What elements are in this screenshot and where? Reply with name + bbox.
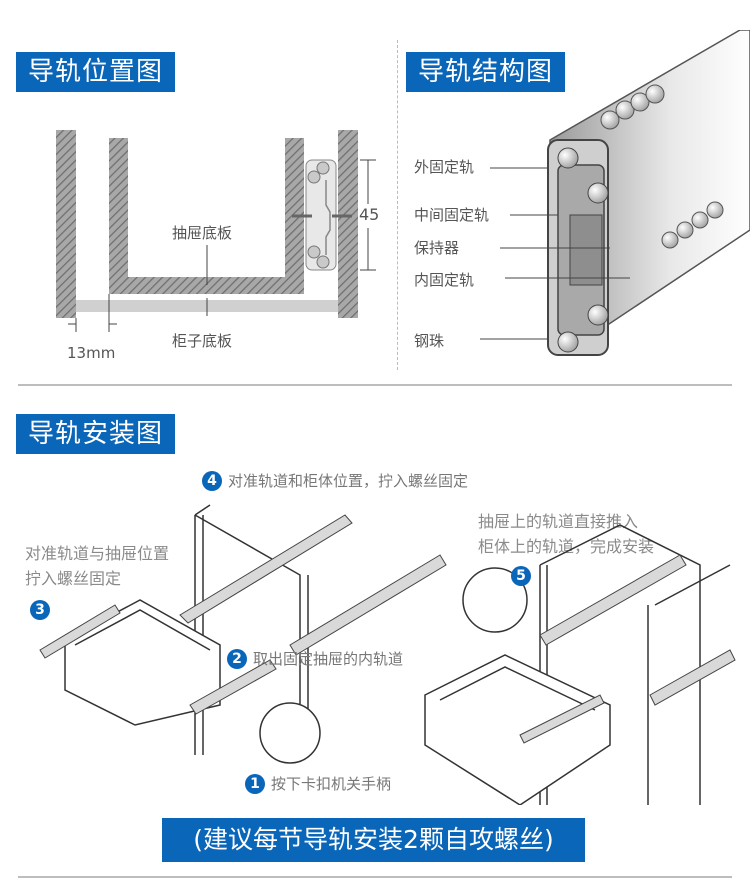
cabinet-left-wall: [56, 130, 76, 318]
cabinet-rail-mid: [289, 554, 447, 656]
retainer-profile: [569, 214, 603, 286]
step-1-text: 按下卡扣机关手柄: [271, 775, 392, 793]
detail-magnifier-1: [259, 702, 321, 764]
step-4-text: 对准轨道和柜体位置，拧入螺丝固定: [228, 472, 469, 490]
cabinet-right-wall: [338, 130, 358, 318]
steel-ball: [587, 182, 609, 204]
structure-label-inner-rail: 内固定轨: [414, 271, 475, 289]
drawer-box-right: [424, 654, 611, 805]
drawer-inner-rail: [189, 659, 277, 715]
rail-position-diagram: [56, 130, 376, 332]
steel-ball: [557, 147, 579, 169]
drawer-bottom-label: 抽屉底板: [172, 224, 233, 242]
drawer-box-left: [64, 599, 221, 726]
detail-magnifier-5: [462, 567, 528, 633]
step-4: 4 对准轨道和柜体位置，拧入螺丝固定: [202, 470, 468, 491]
structure-label-retainer: 保持器: [414, 239, 460, 257]
step-2: 2 取出固定抽屉的内轨道: [227, 648, 403, 669]
step-2-text: 取出固定抽屉的内轨道: [253, 650, 404, 668]
cabinet-rail-top: [179, 514, 353, 624]
note-right-line1: 抽屉上的轨道直接推入: [478, 512, 639, 531]
steel-ball: [557, 331, 579, 353]
step-4-badge: 4: [202, 470, 222, 491]
step-3: 3: [30, 600, 56, 620]
structure-label-steel-ball: 钢珠: [414, 332, 445, 350]
section-divider-horizontal: [18, 384, 732, 386]
structure-section-title: 导轨结构图: [406, 52, 566, 92]
drawer-installed-rail: [519, 694, 605, 744]
height-dimension-label: 45: [359, 205, 380, 224]
structure-label-outer-rail: 外固定轨: [414, 158, 475, 176]
installed-right-rail: [649, 649, 736, 706]
step-5-badge: 5: [511, 566, 531, 586]
step-1-badge: 1: [245, 773, 265, 794]
gap-dimension-label: 13mm: [67, 344, 116, 362]
screw-recommendation-banner: (建议每节导轨安装2颗自攻螺丝): [162, 818, 585, 862]
installation-illustration: [39, 504, 736, 805]
drawer-bottom-board: [109, 277, 304, 294]
cabinet-bottom-label: 柜子底板: [172, 332, 233, 350]
drawer-side-rail: [39, 604, 121, 659]
bottom-divider: [18, 876, 732, 878]
structure-leader-lines: [480, 167, 630, 340]
installed-cabinet-rail: [539, 554, 687, 646]
note-right-line2: 柜体上的轨道，完成安装: [478, 537, 655, 556]
structure-label-middle-rail: 中间固定轨: [414, 206, 490, 224]
drawer-left-wall: [109, 138, 128, 294]
slide-rail-section: [292, 159, 352, 271]
note-left-line1: 对准轨道与抽屉位置: [25, 544, 170, 563]
step-3-badge: 3: [30, 600, 50, 620]
step-1: 1 按下卡扣机关手柄: [245, 773, 391, 794]
steel-ball: [587, 304, 609, 326]
section-divider-vertical: [397, 40, 398, 370]
position-section-title: 导轨位置图: [16, 52, 176, 92]
installation-section-title: 导轨安装图: [16, 414, 176, 454]
note-left-line2: 拧入螺丝固定: [25, 569, 122, 588]
step-5: 5: [511, 566, 537, 586]
step-2-badge: 2: [227, 648, 247, 669]
